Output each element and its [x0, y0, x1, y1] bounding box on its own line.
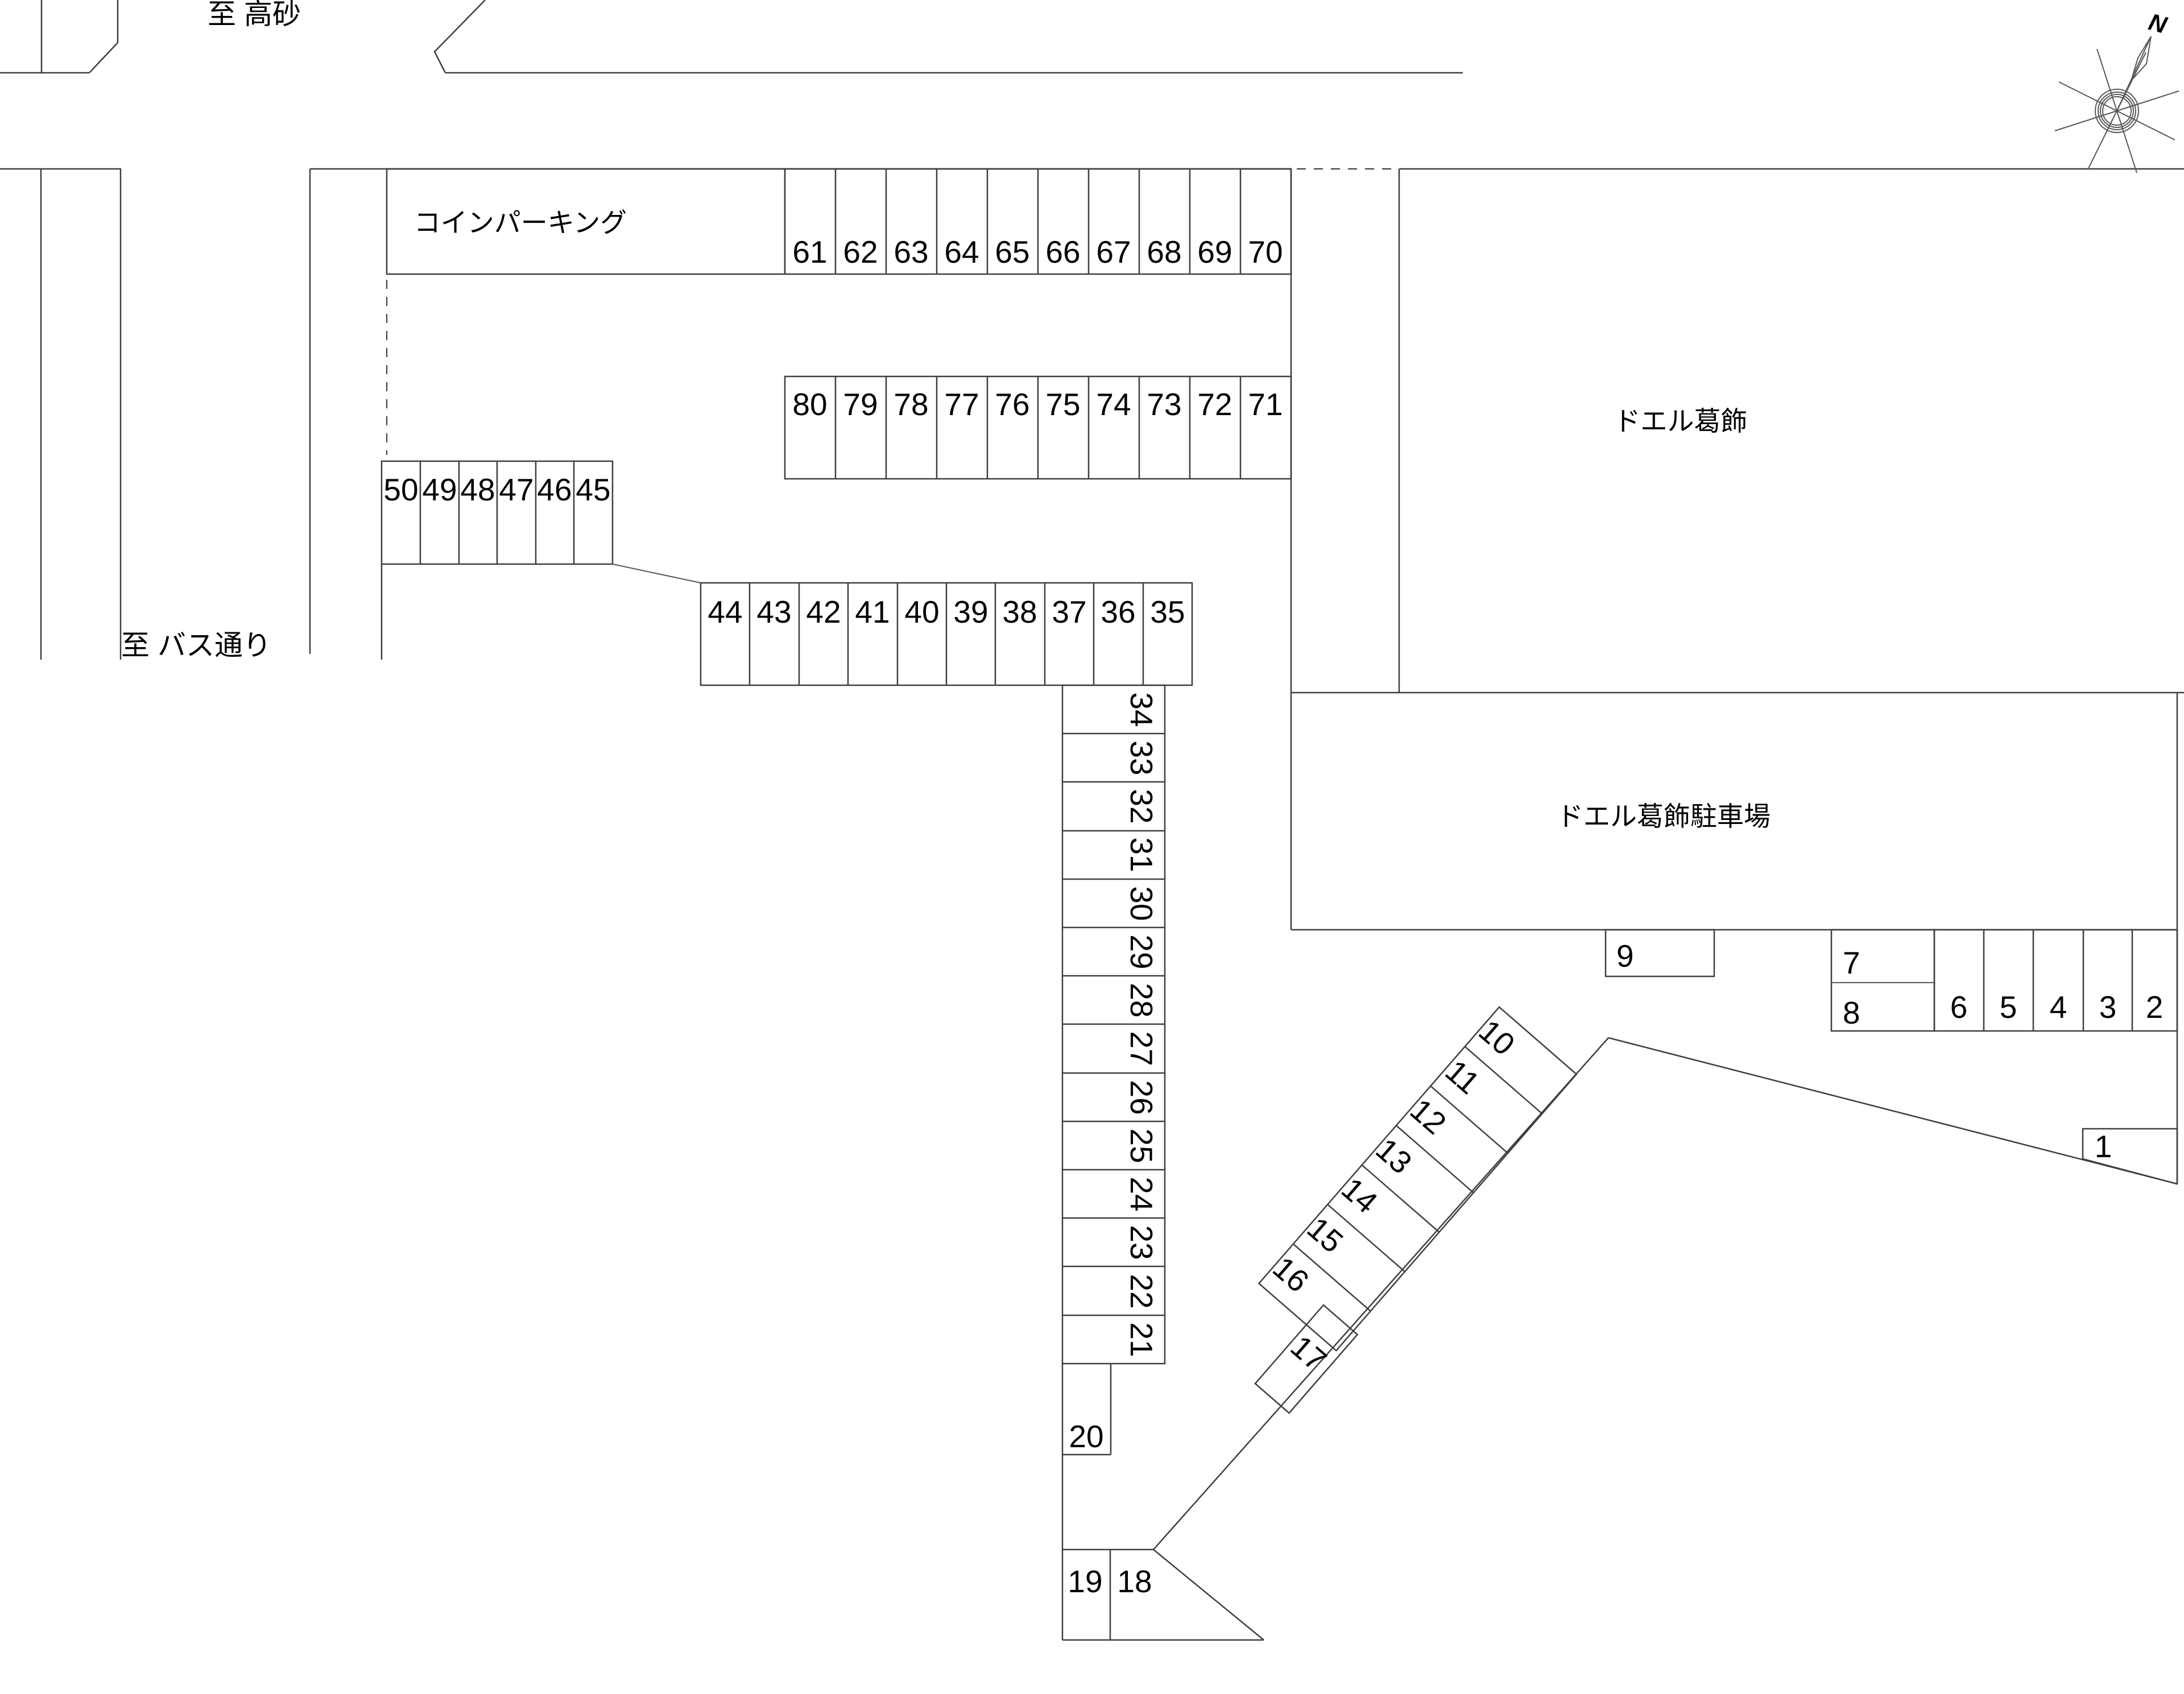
parking-space-17: 17 — [1254, 1304, 1359, 1414]
parking-space-1: 1 — [2082, 1128, 2178, 1185]
parking-spaces-7-8: 7 8 — [1830, 929, 1935, 1032]
space-number: 31 — [1124, 837, 1159, 872]
space-number: 5 — [2000, 989, 2017, 1025]
space-number: 48 — [460, 472, 495, 507]
building-doeru-katsushika: ドエル葛飾 — [1398, 168, 2184, 693]
to-takasago-label: 至 高砂 — [208, 0, 301, 30]
to-bus-street-label: 至 バス通り — [121, 629, 271, 661]
parking-lot-label: ドエル葛飾駐車場 — [1557, 801, 1771, 831]
space-number: 75 — [1045, 387, 1080, 422]
compass-spokes — [2054, 48, 2179, 173]
space-number: 44 — [708, 594, 742, 629]
space-number: 24 — [1124, 1177, 1159, 1211]
space-number: 69 — [1197, 234, 1232, 270]
space-number: 32 — [1124, 789, 1159, 823]
parking-row-44-35: 44 43 42 41 40 39 38 37 36 35 — [700, 582, 1193, 686]
space-number: 25 — [1124, 1128, 1159, 1163]
space-number: 23 — [1124, 1225, 1159, 1260]
space-number: 77 — [944, 387, 979, 422]
space-number: 62 — [843, 234, 878, 270]
space-number: 74 — [1096, 387, 1131, 422]
space-number: 4 — [2050, 989, 2067, 1025]
aisle-connector-line — [612, 564, 701, 583]
space-number: 33 — [1124, 740, 1159, 775]
space-number: 63 — [894, 234, 928, 270]
space-number: 18 — [1117, 1564, 1152, 1599]
space-number: 65 — [995, 234, 1029, 270]
space-number: 9 — [1616, 938, 1634, 974]
space-number: 28 — [1124, 983, 1159, 1017]
space-number: 40 — [904, 594, 939, 629]
space-number: 72 — [1197, 387, 1232, 422]
space-number: 29 — [1124, 934, 1159, 969]
boundary-lines — [1153, 1037, 2178, 1550]
space-number: 35 — [1150, 594, 1185, 629]
space-number: 37 — [1052, 594, 1086, 629]
space-number: 2 — [2146, 989, 2164, 1025]
space-number: 41 — [855, 594, 890, 629]
space-number: 68 — [1147, 234, 1181, 270]
space-number: 61 — [792, 234, 827, 270]
compass-needle — [2116, 36, 2152, 111]
space-number: 45 — [576, 472, 610, 507]
space-number: 3 — [2099, 989, 2117, 1025]
space-number: 78 — [894, 387, 928, 422]
parking-row-80-71: 80 79 78 77 76 75 74 73 72 71 — [784, 375, 1292, 480]
space-number: 79 — [843, 387, 878, 422]
space-number: 46 — [537, 472, 572, 507]
space-number: 73 — [1147, 387, 1181, 422]
space-number: 19 — [1068, 1564, 1102, 1599]
compass-rose: N — [2054, 8, 2179, 173]
compass-needle-kite — [2131, 36, 2152, 81]
space-number: 38 — [1002, 594, 1037, 629]
space-number: 8 — [1843, 995, 1860, 1030]
north-label: N — [2146, 8, 2170, 39]
space-number: 30 — [1124, 886, 1159, 921]
space-number: 1 — [2095, 1129, 2112, 1164]
space-number: 7 — [1843, 945, 1860, 980]
space-number: 71 — [1248, 387, 1283, 422]
space-number: 36 — [1101, 594, 1135, 629]
parking-row-50-45: 50 49 48 47 46 45 — [380, 460, 701, 583]
parking-space-9: 9 — [1604, 929, 1715, 978]
space-number: 50 — [383, 472, 418, 507]
space-number: 76 — [995, 387, 1029, 422]
parking-row-61-70: 61 62 63 64 65 66 67 68 69 70 — [784, 168, 1292, 275]
parking-row-6-2: 6 5 4 3 2 — [1933, 929, 2178, 1032]
parking-column-34-21: 34 33 32 31 30 29 28 27 26 25 24 23 22 2… — [1061, 684, 1166, 1365]
coin-parking-block: コインパーキング — [386, 168, 786, 275]
space-number: 42 — [806, 594, 841, 629]
space-number: 6 — [1950, 989, 1968, 1025]
space-number: 67 — [1096, 234, 1131, 270]
coin-parking-label: コインパーキング — [414, 208, 627, 238]
space-number: 22 — [1124, 1274, 1159, 1308]
space-number: 21 — [1124, 1322, 1159, 1357]
space-number: 20 — [1069, 1419, 1103, 1454]
parking-strip-10-16: 10 11 12 13 14 15 16 — [1258, 1006, 1578, 1352]
parking-spaces-19-18: 19 18 — [1062, 1548, 1264, 1641]
building-label: ドエル葛飾 — [1614, 406, 1748, 436]
space-number: 47 — [499, 472, 533, 507]
space-number: 43 — [756, 594, 791, 629]
space-number: 39 — [953, 594, 988, 629]
space-number: 34 — [1124, 692, 1159, 727]
road-lines — [0, 0, 1463, 660]
space-number: 70 — [1248, 234, 1283, 270]
space-number: 26 — [1124, 1080, 1159, 1115]
parking-space-20: 20 — [1061, 1364, 1112, 1640]
space-number: 64 — [944, 234, 979, 270]
space-number: 49 — [422, 472, 457, 507]
space-number: 11 — [1439, 1053, 1487, 1101]
space-number: 27 — [1124, 1031, 1159, 1066]
space-number: 80 — [792, 387, 827, 422]
space-number: 66 — [1045, 234, 1080, 270]
